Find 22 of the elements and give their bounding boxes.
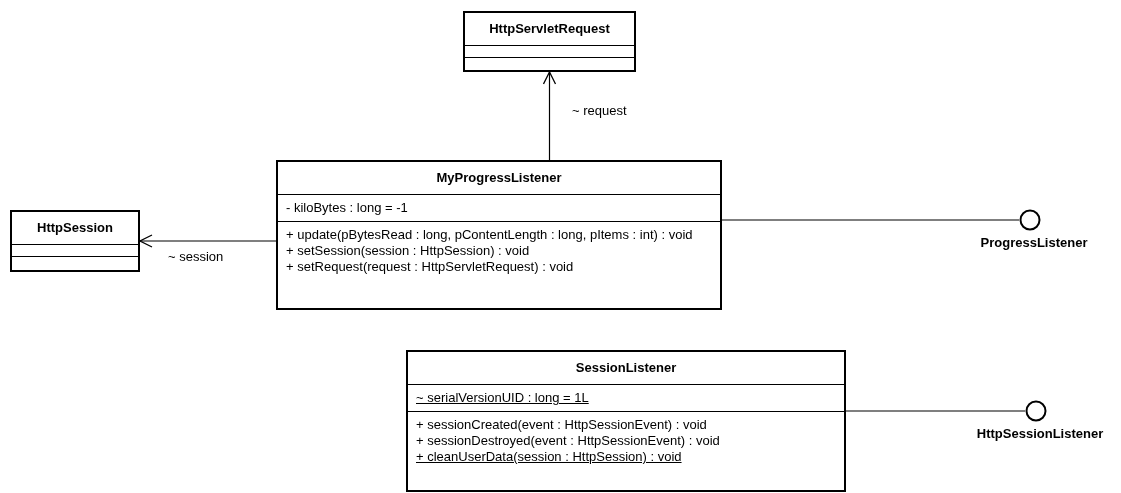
association-line <box>845 410 1026 412</box>
association-line <box>542 71 557 161</box>
member-text: + cleanUserData(session : HttpSession) : void <box>416 449 683 465</box>
class-box <box>10 210 140 272</box>
member-text: + sessionCreated(event : HttpSessionEvent) : void <box>416 417 708 433</box>
class-name: HttpSession <box>37 219 113 238</box>
class-box <box>276 160 722 310</box>
member-text: + setSession(session : HttpSession) : void <box>286 243 531 259</box>
association-line <box>139 234 277 248</box>
association-line <box>721 219 1020 221</box>
member-text: + sessionDestroyed(event : HttpSessionEvent) : void <box>416 433 721 449</box>
member-text: + update(pBytesRead : long, pContentLength : long, pItems : int) : void <box>286 227 694 243</box>
class-box <box>406 350 846 492</box>
member-text: - kiloBytes : long = -1 <box>286 200 409 216</box>
member-text: ~ serialVersionUID : long = 1L <box>416 390 590 406</box>
class-name: SessionListener <box>575 359 677 378</box>
interface-name: ProgressListener <box>980 234 1088 252</box>
interface-name: HttpSessionListener <box>976 425 1104 443</box>
member-text: + setRequest(request : HttpServletRequest) : void <box>286 259 575 275</box>
class-name: MyProgressListener <box>436 169 562 188</box>
class-box <box>463 11 636 72</box>
class-name: HttpServletRequest <box>489 20 610 39</box>
